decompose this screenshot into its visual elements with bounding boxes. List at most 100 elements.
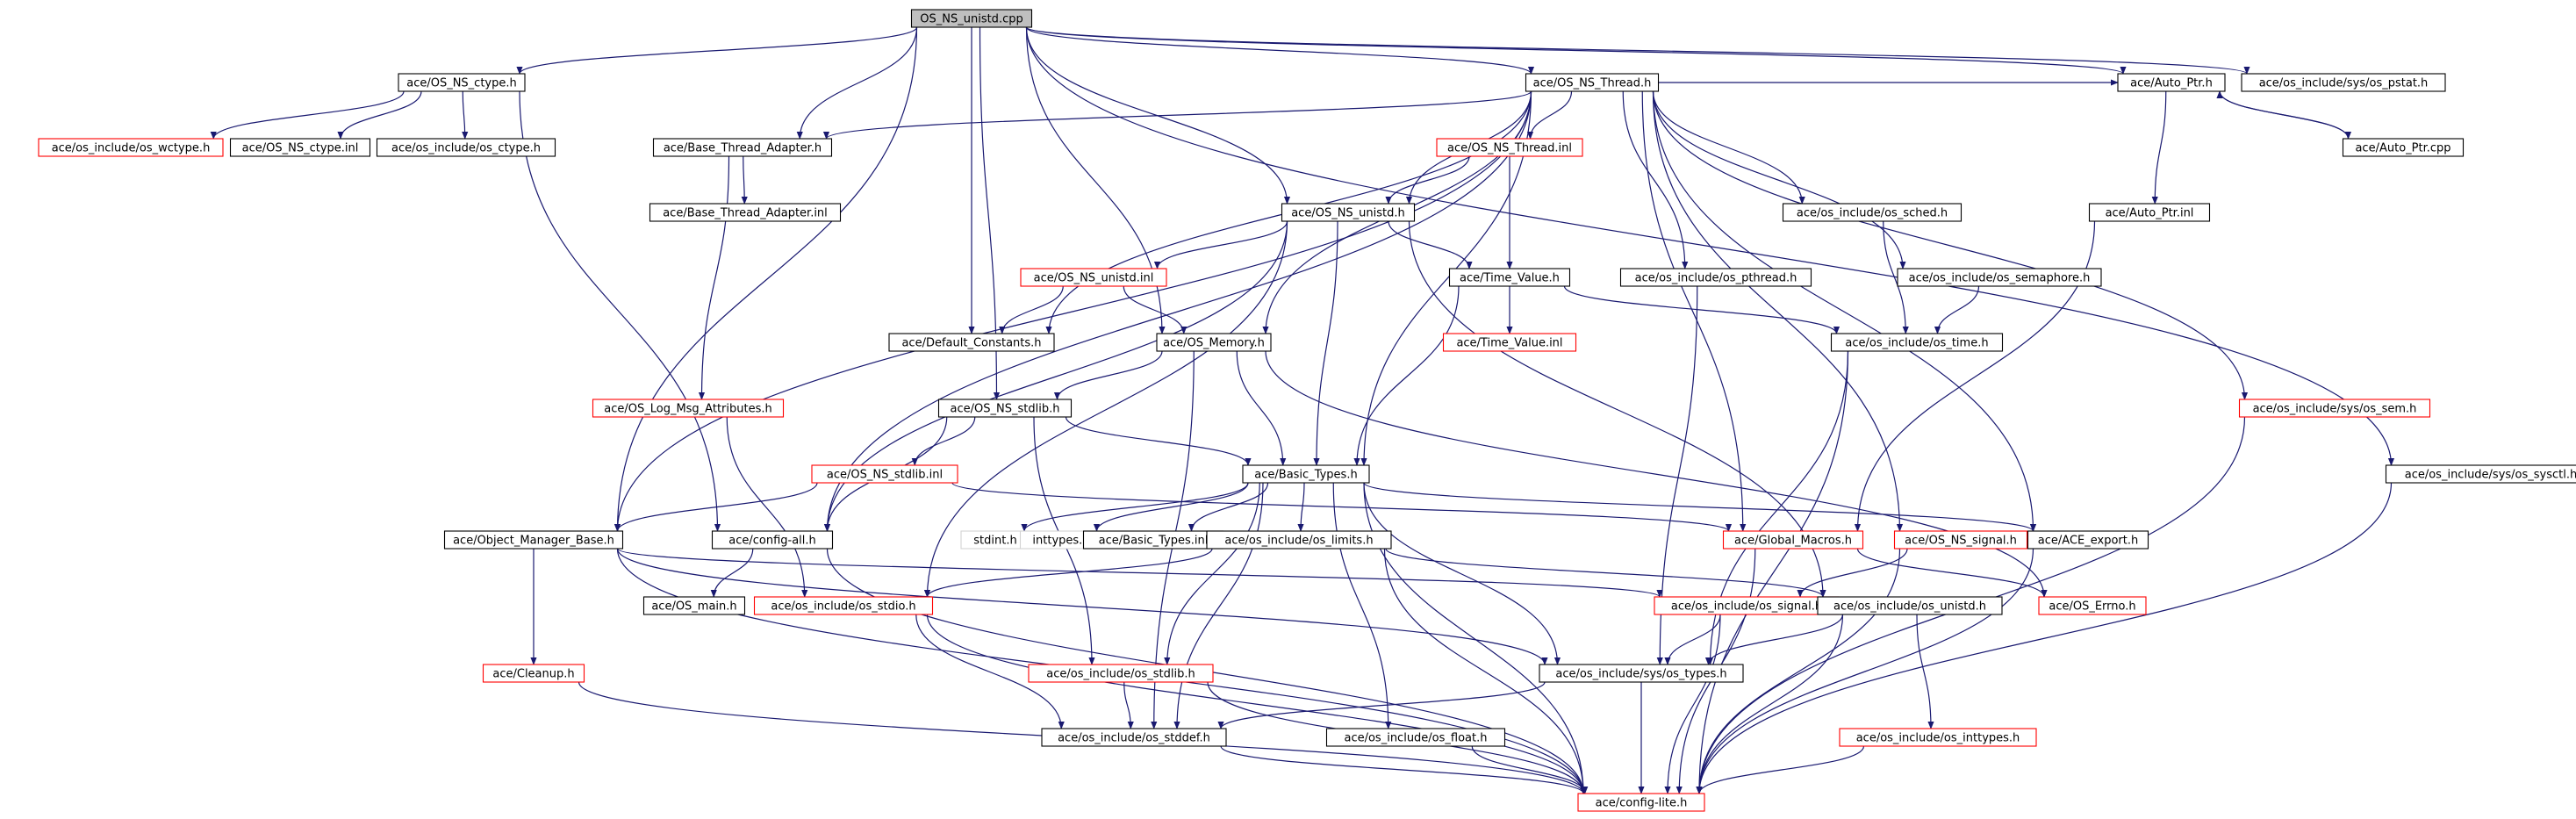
node-label: inttypes.h <box>1032 535 1089 548</box>
node-os-ns-thread-inl[interactable]: ace/OS_NS_Thread.inl <box>1436 138 1583 157</box>
node-os-stddef-h[interactable]: ace/os_include/os_stddef.h <box>1041 728 1227 747</box>
node-os-ns-thread-h[interactable]: ace/OS_NS_Thread.h <box>1525 73 1660 92</box>
node-config-all-h[interactable]: ace/config-all.h <box>711 530 834 550</box>
edge-time-value-h-to-basic-types-h <box>1353 285 1460 466</box>
node-box <box>910 9 1033 28</box>
node-box <box>38 138 224 157</box>
node-os-ctype-h[interactable]: ace/os_include/os_ctype.h <box>376 138 556 157</box>
node-box <box>1436 138 1583 157</box>
node-os-ns-ctype-inl[interactable]: ace/OS_NS_ctype.inl <box>229 138 371 157</box>
node-os-wctype-h[interactable]: ace/os_include/os_wctype.h <box>38 138 224 157</box>
node-os-ns-unistd-inl[interactable]: ace/OS_NS_unistd.inl <box>1020 268 1167 287</box>
edge-object-manager-base-h-to-os-signal-h <box>616 548 1663 598</box>
node-label: ace/OS_Log_Msg_Attributes.h <box>604 403 771 416</box>
node-sys-os-sem-h[interactable]: ace/os_include/sys/os_sem.h <box>2238 399 2431 418</box>
node-auto-ptr-cpp[interactable]: ace/Auto_Ptr.cpp <box>2342 138 2465 157</box>
edge-root-to-os-ns-stdlib-h <box>979 26 1001 400</box>
node-label: ace/os_include/os_sched.h <box>1797 207 1948 220</box>
edge-os-stddef-h-to-config-lite-h <box>1220 745 1587 794</box>
node-os-inttypes-h[interactable]: ace/os_include/os_inttypes.h <box>1839 728 2037 747</box>
node-sys-os-pstat-h[interactable]: ace/os_include/sys/os_pstat.h <box>2241 73 2446 92</box>
node-config-lite-h[interactable]: ace/config-lite.h <box>1577 793 1705 812</box>
edge-os-ns-signal-h-to-config-lite-h <box>1696 548 1901 794</box>
node-os-stdlib-h[interactable]: ace/os_include/os_stdlib.h <box>1028 664 1214 683</box>
node-sys-os-types-h[interactable]: ace/os_include/sys/os_types.h <box>1539 664 1744 683</box>
node-os-stdio-h[interactable]: ace/os_include/os_stdio.h <box>753 596 934 615</box>
node-stdint-h[interactable]: stdint.h <box>960 530 1030 550</box>
node-box <box>2238 399 2431 418</box>
edge-os-ns-thread-h-to-object-manager-base-h <box>614 90 1532 532</box>
node-root[interactable]: OS_NS_unistd.cpp <box>910 9 1033 28</box>
node-auto-ptr-h[interactable]: ace/Auto_Ptr.h <box>2117 73 2226 92</box>
edge-root-to-auto-ptr-h <box>1025 26 2127 75</box>
node-os-unistd-h[interactable]: ace/os_include/os_unistd.h <box>1817 596 2003 615</box>
node-label: ace/os_include/sys/os_pstat.h <box>2259 77 2429 90</box>
node-box <box>1020 268 1167 287</box>
node-box <box>1448 268 1571 287</box>
node-label: ace/OS_NS_ctype.h <box>406 77 517 90</box>
node-box <box>2117 73 2226 92</box>
edge-os-memory-h-to-os-errno-h <box>1265 350 2048 598</box>
node-os-ns-stdlib-inl[interactable]: ace/OS_NS_stdlib.inl <box>811 464 958 484</box>
node-ace-export-h[interactable]: ace/ACE_export.h <box>2027 530 2149 550</box>
node-sys-os-sysctl-h[interactable]: ace/os_include/sys/os_sysctl.h <box>2385 464 2576 484</box>
node-os-signal-h[interactable]: ace/os_include/os_signal.h <box>1654 596 1840 615</box>
node-label: ace/os_include/os_stddef.h <box>1058 732 1210 745</box>
node-os-limits-h[interactable]: ace/os_include/os_limits.h <box>1206 530 1392 550</box>
node-default-constants-h[interactable]: ace/Default_Constants.h <box>888 333 1055 352</box>
node-label: ace/os_include/os_semaphore.h <box>1909 272 2091 285</box>
edge-basic-types-h-to-os-stddef-h <box>1173 482 1264 729</box>
node-label: ace/Time_Value.h <box>1460 272 1560 285</box>
node-os-ns-signal-h[interactable]: ace/OS_NS_signal.h <box>1893 530 2028 550</box>
node-label: ace/Auto_Ptr.inl <box>2106 207 2194 220</box>
node-cleanup-h[interactable]: ace/Cleanup.h <box>482 664 585 683</box>
node-label: ace/OS_NS_stdlib.h <box>951 403 1060 416</box>
node-box <box>1722 530 1864 550</box>
edge-os-ns-ctype-h-to-os-ctype-h <box>462 90 469 140</box>
node-box <box>1242 464 1370 484</box>
edge-os-ns-unistd-h-to-os-unistd-h <box>1408 220 1826 598</box>
node-object-manager-base-h[interactable]: ace/Object_Manager_Base.h <box>443 530 624 550</box>
edge-os-ns-thread-h-to-ace-export-h <box>1652 90 2037 532</box>
node-global-macros-h[interactable]: ace/Global_Macros.h <box>1722 530 1864 550</box>
edge-os-stdio-h-to-os-stddef-h <box>915 614 1065 729</box>
edge-os-sched-h-to-os-time-h <box>1883 220 1909 334</box>
node-label: ace/os_include/os_float.h <box>1344 732 1487 745</box>
edge-auto-ptr-h-to-auto-ptr-inl <box>2151 90 2167 205</box>
node-box <box>1839 728 2037 747</box>
node-os-main-h[interactable]: ace/OS_main.h <box>642 596 746 615</box>
edge-os-ns-thread-h-to-os-semaphore-h <box>1652 90 1906 269</box>
node-os-log-msg-attributes-h[interactable]: ace/OS_Log_Msg_Attributes.h <box>592 399 785 418</box>
edge-os-ns-unistd-inl-to-os-memory-h <box>1123 285 1188 334</box>
node-os-ns-unistd-h[interactable]: ace/OS_NS_unistd.h <box>1281 203 1416 222</box>
node-box <box>376 138 556 157</box>
node-base-thread-adapter-h[interactable]: ace/Base_Thread_Adapter.h <box>652 138 833 157</box>
node-os-float-h[interactable]: ace/os_include/os_float.h <box>1325 728 1506 747</box>
node-label: ace/os_include/sys/os_sem.h <box>2253 403 2417 416</box>
node-base-thread-adapter-inl[interactable]: ace/Base_Thread_Adapter.inl <box>649 203 842 222</box>
node-box <box>2342 138 2465 157</box>
node-auto-ptr-inl[interactable]: ace/Auto_Ptr.inl <box>2088 203 2211 222</box>
edge-auto-ptr-inl-to-global-macros-h <box>1854 220 2096 532</box>
edge-os-limits-h-to-config-lite-h <box>1383 548 1587 794</box>
node-basic-types-h[interactable]: ace/Basic_Types.h <box>1242 464 1370 484</box>
node-os-memory-h[interactable]: ace/OS_Memory.h <box>1156 333 1272 352</box>
edge-ace-export-h-to-config-lite-h <box>1696 548 2034 794</box>
node-os-pthread-h[interactable]: ace/os_include/os_pthread.h <box>1619 268 1812 287</box>
node-os-ns-ctype-h[interactable]: ace/OS_NS_ctype.h <box>398 73 526 92</box>
edge-os-ns-thread-h-to-os-ns-signal-h <box>1652 90 1904 532</box>
edge-os-semaphore-h-to-os-time-h <box>1934 285 1980 334</box>
node-os-sched-h[interactable]: ace/os_include/os_sched.h <box>1782 203 1962 222</box>
node-os-time-h[interactable]: ace/os_include/os_time.h <box>1830 333 2004 352</box>
node-time-value-inl[interactable]: ace/Time_Value.inl <box>1442 333 1577 352</box>
node-basic-types-inl[interactable]: ace/Basic_Types.inl <box>1082 530 1224 550</box>
node-inttypes-h[interactable]: inttypes.h <box>1019 530 1103 550</box>
edge-basic-types-h-to-inttypes-h <box>1093 482 1249 532</box>
node-os-ns-stdlib-h[interactable]: ace/OS_NS_stdlib.h <box>937 399 1073 418</box>
node-box <box>2088 203 2211 222</box>
node-os-errno-h[interactable]: ace/OS_Errno.h <box>2038 596 2147 615</box>
node-label: ace/Object_Manager_Base.h <box>453 535 614 548</box>
node-time-value-h[interactable]: ace/Time_Value.h <box>1448 268 1571 287</box>
node-os-semaphore-h[interactable]: ace/os_include/os_semaphore.h <box>1897 268 2102 287</box>
